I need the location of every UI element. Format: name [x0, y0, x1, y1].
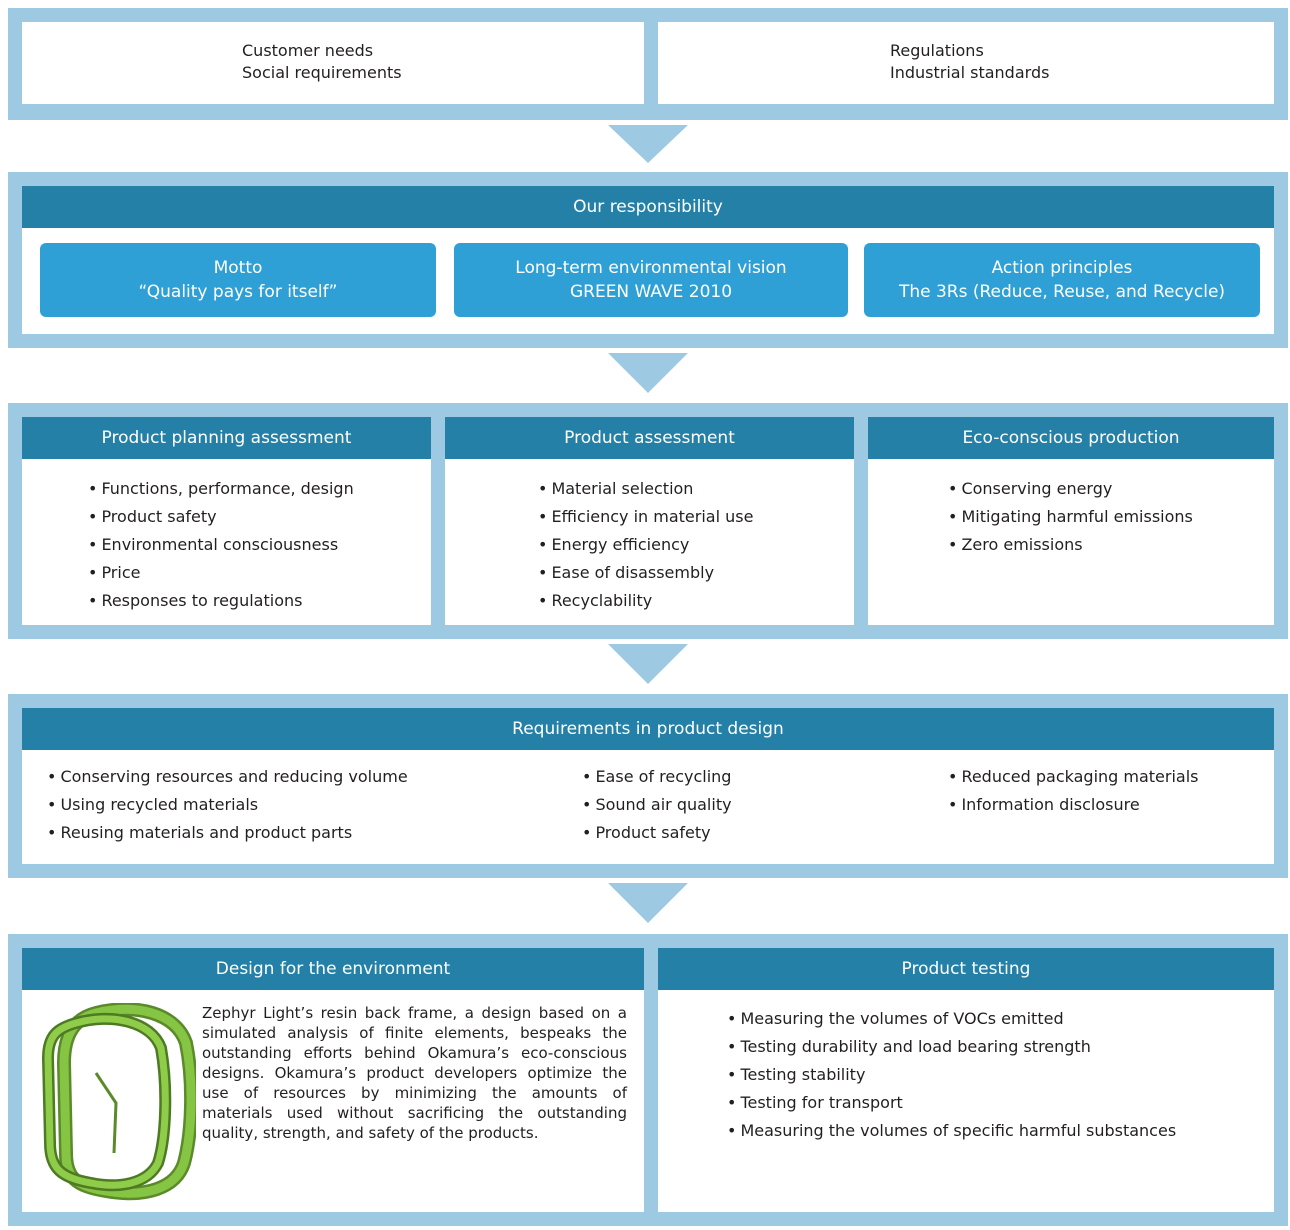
flow-arrow-4 [608, 883, 688, 923]
list-item: Responses to regulations [88, 587, 354, 615]
list-item: Testing for transport [727, 1089, 1176, 1117]
testing-list: Measuring the volumes of VOCs emitted Te… [727, 1005, 1176, 1145]
design-panel [22, 948, 644, 1212]
list-item: Reduced packaging materials [948, 763, 1198, 791]
planning-assessment-list: Functions, performance, design Product s… [88, 475, 354, 615]
list-item: Using recycled materials [47, 791, 408, 819]
requirements-list-2: Ease of recycling Sound air quality Prod… [582, 763, 732, 847]
list-item: Sound air quality [582, 791, 731, 819]
list-item: Mitigating harmful emissions [948, 503, 1192, 531]
list-item: Recyclability [538, 587, 753, 615]
eco-production-list: Conserving energy Mitigating harmful emi… [948, 475, 1193, 559]
list-item: Ease of disassembly [538, 559, 753, 587]
list-item: Zero emissions [948, 531, 1193, 559]
customer-needs-box: Customer needs Social requirements [22, 22, 644, 104]
vision-text: GREEN WAVE 2010 [569, 282, 733, 302]
vision-label: Long-term environmental vision [515, 258, 787, 278]
list-item: Price [88, 559, 354, 587]
list-item: Environmental consciousness [88, 531, 354, 559]
requirements-title: Requirements in product design [22, 708, 1274, 750]
back-frame-illustration [41, 1003, 196, 1201]
regulations-label: Regulations [890, 41, 984, 60]
list-item: Product safety [582, 819, 732, 847]
action-principles-box: Action principles The 3Rs (Reduce, Reuse… [864, 243, 1260, 317]
vision-box: Long-term environmental vision GREEN WAV… [454, 243, 848, 317]
testing-title: Product testing [658, 948, 1274, 990]
list-item: Testing stability [727, 1061, 1176, 1089]
regulations-box: Regulations Industrial standards [658, 22, 1274, 104]
list-item: Testing durability and load bearing stre… [727, 1033, 1176, 1061]
flow-arrow-2 [608, 353, 688, 393]
social-requirements-label: Social requirements [242, 63, 402, 82]
motto-text: “Quality pays for itself” [138, 282, 338, 302]
list-item: Energy efficiency [538, 531, 753, 559]
design-title: Design for the environment [22, 948, 644, 990]
product-assessment-title: Product assessment [445, 417, 854, 459]
planning-assessment-title: Product planning assessment [22, 417, 431, 459]
list-item: Functions, performance, design [88, 475, 353, 503]
list-item: Measuring the volumes of specific harmfu… [727, 1117, 1176, 1145]
list-item: Efficiency in material use [538, 503, 753, 531]
product-assessment-list: Material selection Efficiency in materia… [538, 475, 753, 615]
requirements-list-3: Reduced packaging materials Information … [948, 763, 1199, 819]
motto-box: Motto “Quality pays for itself” [40, 243, 436, 317]
flow-arrow-3 [608, 644, 688, 684]
flow-arrow-1 [608, 125, 688, 163]
list-item: Material selection [538, 475, 753, 503]
customer-needs-label: Customer needs [242, 41, 374, 60]
list-item: Information disclosure [948, 791, 1199, 819]
list-item: Conserving resources and reducing volume [47, 763, 407, 791]
motto-label: Motto [213, 258, 263, 278]
list-item: Conserving energy [948, 475, 1193, 503]
design-description: Zephyr Light’s resin back frame, a desig… [202, 1004, 627, 1142]
list-item: Reusing materials and product parts [47, 819, 408, 847]
requirements-list-1: Conserving resources and reducing volume… [47, 763, 408, 847]
eco-production-title: Eco-conscious production [868, 417, 1274, 459]
list-item: Product safety [88, 503, 354, 531]
action-principles-text: The 3Rs (Reduce, Reuse, and Recycle) [898, 282, 1226, 302]
list-item: Ease of recycling [582, 763, 732, 791]
list-item: Measuring the volumes of VOCs emitted [727, 1005, 1176, 1033]
action-principles-label: Action principles [991, 258, 1133, 278]
responsibility-title: Our responsibility [22, 186, 1274, 228]
industrial-standards-label: Industrial standards [890, 63, 1050, 82]
